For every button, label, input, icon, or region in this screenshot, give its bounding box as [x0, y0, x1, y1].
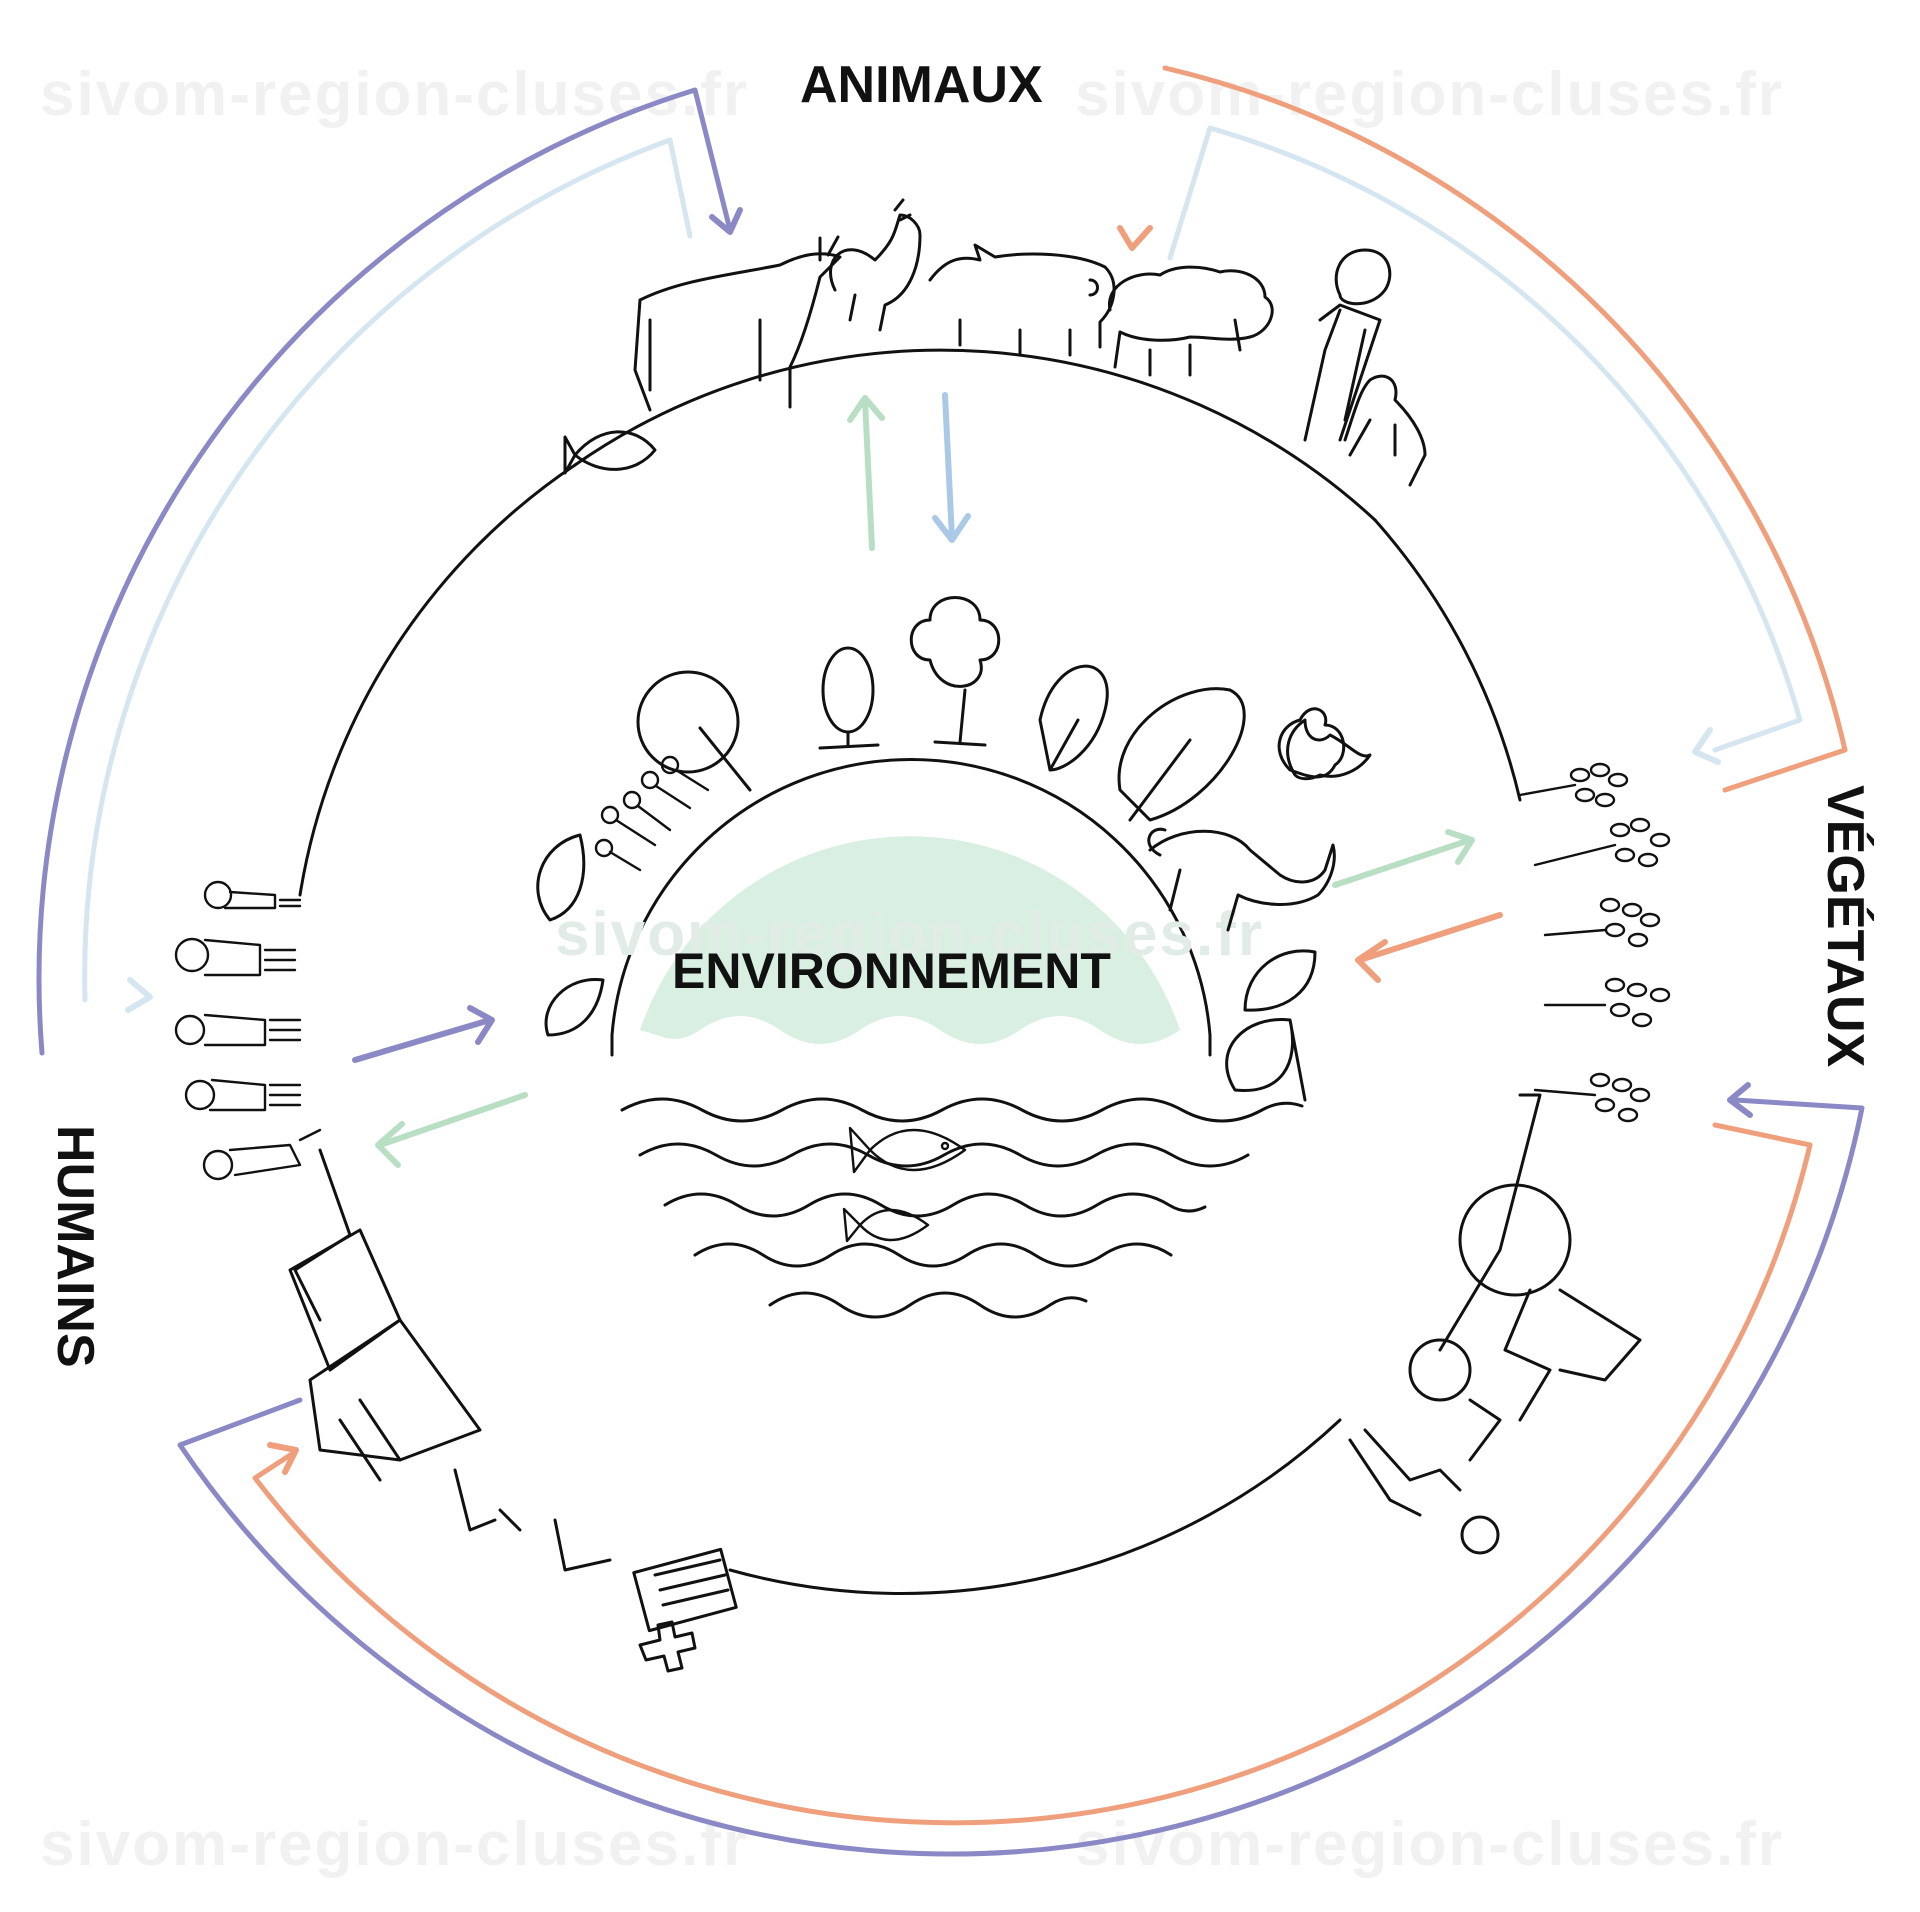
arrow-plants-to-env-orange — [1355, 912, 1503, 983]
people-icons — [174, 880, 322, 1181]
building-icons — [288, 1148, 738, 1673]
arrowhead-humans-orange — [267, 1442, 299, 1475]
environment-hemisphere — [640, 836, 1180, 1044]
watermark-bottom-right: sivom-region-cluses.fr — [1075, 1810, 1784, 1879]
water-waves — [620, 1097, 1304, 1319]
fish-on-ring-icon — [563, 430, 657, 475]
cow-icon — [633, 235, 842, 412]
arrow-humans-to-env-purple — [352, 1005, 495, 1063]
arc-animals-to-plants-lightblue — [1167, 125, 1803, 753]
humans-label: HUMAINS — [46, 1125, 104, 1368]
dog-icon — [1343, 374, 1427, 487]
deer-icon — [1147, 827, 1336, 932]
leaf-icons — [536, 833, 1317, 1102]
arrow-animals-to-env-blue — [932, 392, 971, 543]
arrowhead-animals-purple — [709, 207, 743, 235]
watermark-top-left: sivom-region-cluses.fr — [40, 60, 749, 129]
tree-icons — [636, 596, 1346, 822]
ring-top-segment — [573, 348, 1377, 522]
arc-animals-to-plants-orange — [1162, 65, 1848, 793]
arrowhead-plants-lightblue — [1692, 727, 1721, 765]
pig-icon — [928, 243, 1116, 357]
bat-icon — [1286, 718, 1372, 781]
arrowhead-humans-lightblue — [125, 977, 153, 1013]
seed-icons — [1518, 762, 1671, 1123]
worker-icons — [1348, 1093, 1642, 1555]
chicken-icon — [829, 198, 922, 332]
farmer-icon — [1303, 248, 1392, 442]
arc-plants-to-humans-orange — [252, 1122, 1813, 1826]
watermark-center: sivom-region-cluses.fr — [555, 900, 1264, 969]
plants-label: VÉGÉTAUX — [1816, 785, 1874, 1068]
ring-top-left-segment — [298, 463, 577, 897]
small-fish-icon — [842, 1207, 930, 1243]
arc-humans-to-animals-purple — [36, 87, 733, 1056]
watermark-bottom-left: sivom-region-cluses.fr — [40, 1810, 749, 1879]
arrow-env-to-animals-green — [847, 395, 885, 551]
ring-right-segment — [1373, 518, 1522, 802]
arrowhead-animals-orange — [1117, 225, 1153, 251]
arrow-env-to-plants-green — [1332, 829, 1475, 888]
ring-bottom-segment — [728, 1418, 1342, 1595]
fish-icon — [848, 1126, 967, 1174]
sheep-icon — [1108, 265, 1274, 377]
environment-horizon — [610, 757, 1212, 1057]
arc-plants-to-humans-purple — [177, 1097, 1865, 1857]
arrow-env-to-humans-green — [375, 1092, 528, 1168]
animals-label: ANIMAUX — [800, 56, 1043, 114]
watermark-top-right: sivom-region-cluses.fr — [1075, 60, 1784, 129]
arrowhead-plants-purple — [1727, 1082, 1753, 1118]
flower-stems — [594, 755, 710, 872]
environment-label: ENVIRONNEMENT — [672, 943, 1111, 999]
arc-humans-to-animals-lightblue — [82, 137, 693, 1003]
